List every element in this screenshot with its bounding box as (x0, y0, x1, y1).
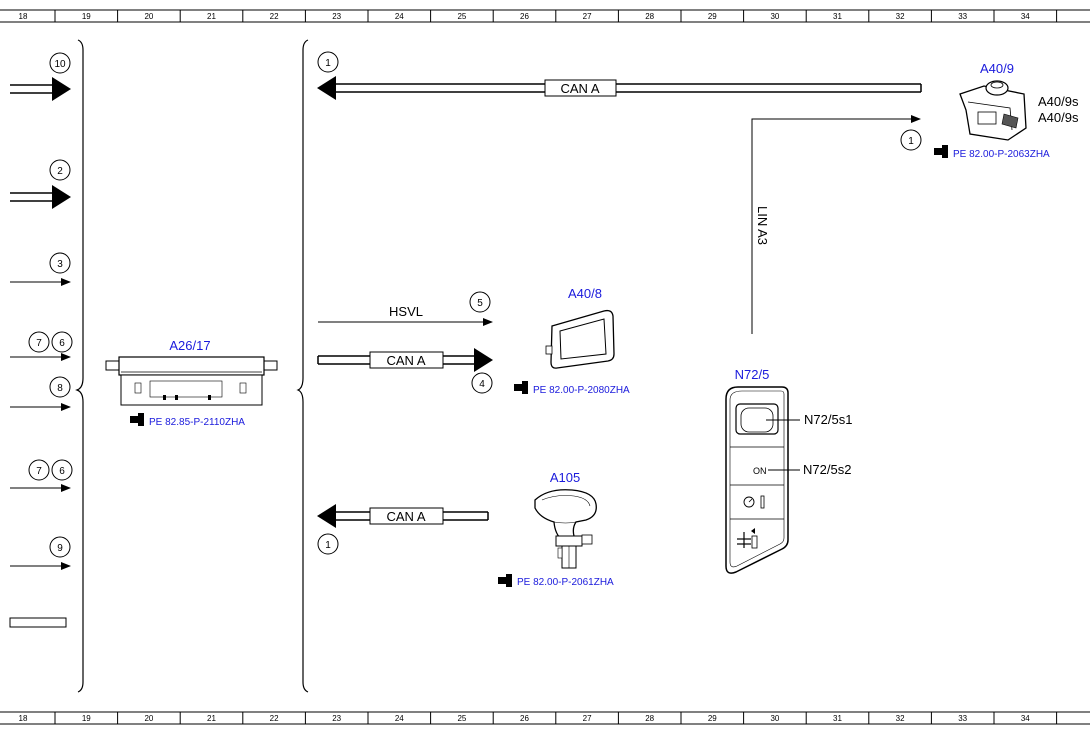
ruler-number: 23 (332, 714, 341, 723)
ruler-number: 25 (457, 12, 466, 21)
ruler-number: 20 (144, 12, 153, 21)
sub-label: N72/5s1 (804, 412, 852, 427)
connector-number: 2 (57, 166, 63, 177)
reference-link[interactable]: PE 82.00-P-2063ZHA (953, 149, 1050, 160)
ruler-number: 33 (958, 12, 967, 21)
left-connector-8: 8 (10, 376, 71, 411)
ruler-number: 24 (395, 12, 404, 21)
hand-pointer-icon (130, 413, 144, 426)
ruler-number: 21 (207, 12, 216, 21)
ruler-number: 27 (583, 12, 592, 21)
left-bus-stub (9, 617, 67, 628)
component-label: N72/5 (735, 367, 770, 382)
lin-a3-line: LIN A3 1 (751, 115, 922, 334)
left-connector-9: 9 (10, 536, 71, 570)
distance-control-icon (737, 528, 758, 549)
can-a-top-line: CAN A 1 (317, 51, 922, 100)
left-connector-3: 3 (10, 252, 71, 286)
ruler-number: 18 (19, 12, 28, 21)
ruler-number: 34 (1021, 12, 1030, 21)
hand-pointer-icon (498, 574, 512, 587)
connector-number: 4 (479, 379, 485, 390)
connector-number: 1 (325, 540, 331, 551)
ruler-number: 24 (395, 714, 404, 723)
connector-number: 6 (59, 466, 65, 477)
sub-label: N72/5s2 (803, 462, 851, 477)
ruler-number: 19 (82, 714, 91, 723)
left-connector-10: 10 (10, 52, 71, 101)
top-ruler: 18 19 20 21 22 23 24 25 26 27 28 29 30 31 32 33 34 (0, 9, 1090, 23)
ruler-number: 25 (457, 714, 466, 723)
left-connector-7-6-lower: 7 6 (10, 459, 73, 492)
hsvl-line: HSVL 5 (318, 291, 493, 326)
left-connector-2: 2 (10, 159, 71, 209)
component-a105: A105 PE 82.00-P-2061ZHA (498, 470, 614, 588)
ruler-number: 29 (708, 714, 717, 723)
bus-label: CAN A (560, 81, 599, 96)
left-brace (75, 39, 84, 693)
ruler-number: 33 (958, 714, 967, 723)
connector-number: 3 (57, 259, 63, 270)
component-n72-5: N72/5 ON N72/5s1 N72/5s2 (725, 367, 852, 574)
connector-number: 1 (325, 58, 331, 69)
ruler-number: 30 (770, 714, 779, 723)
ruler-number: 26 (520, 12, 529, 21)
component-label: A105 (550, 470, 580, 485)
can-a-middle-line: CAN A 4 (317, 348, 493, 394)
reference-link[interactable]: PE 82.00-P-2061ZHA (517, 577, 614, 588)
left-connector-7-6-upper: 7 6 (10, 331, 73, 361)
connector-number: 7 (36, 466, 42, 477)
connector-number: 1 (908, 136, 914, 147)
bus-label: HSVL (389, 304, 423, 319)
reference-link[interactable]: PE 82.85-P-2110ZHA (149, 417, 245, 428)
component-label: A26/17 (169, 338, 210, 353)
right-brace (296, 39, 309, 693)
ruler-number: 19 (82, 12, 91, 21)
cruise-control-icon (743, 495, 765, 509)
ruler-number: 28 (645, 714, 654, 723)
reference-link[interactable]: PE 82.00-P-2080ZHA (533, 385, 630, 396)
ruler-number: 20 (144, 714, 153, 723)
component-label: A40/8 (568, 286, 602, 301)
bus-label: CAN A (386, 509, 425, 524)
ruler-number: 28 (645, 12, 654, 21)
ruler-number: 30 (770, 12, 779, 21)
ruler-number: 32 (896, 714, 905, 723)
bus-label: LIN A3 (755, 206, 770, 245)
connector-number: 5 (477, 298, 483, 309)
sub-label: A40/9s (1038, 94, 1079, 109)
ruler-number: 27 (583, 714, 592, 723)
ruler-number: 26 (520, 714, 529, 723)
ruler-number: 21 (207, 714, 216, 723)
ruler-number: 34 (1021, 714, 1030, 723)
connector-number: 7 (36, 338, 42, 349)
sub-label: A40/9s (1038, 110, 1079, 125)
ruler-number: 22 (270, 12, 279, 21)
on-label: ON (753, 466, 767, 476)
connector-number: 10 (54, 59, 66, 70)
connector-number: 8 (57, 383, 63, 394)
ruler-number: 31 (833, 12, 842, 21)
connector-number: 6 (59, 338, 65, 349)
ruler-number: 32 (896, 12, 905, 21)
ruler-number: 31 (833, 714, 842, 723)
component-a40-9: A40/9 A40/9s A40/9s PE 82.00-P-2063ZHA (934, 61, 1079, 160)
bus-label: CAN A (386, 353, 425, 368)
component-a40-8: A40/8 PE 82.00-P-2080ZHA (514, 286, 630, 396)
hand-pointer-icon (934, 145, 948, 158)
ruler-number: 18 (19, 714, 28, 723)
can-a-bottom-line: CAN A 1 (317, 504, 489, 555)
bottom-ruler: 18 19 20 21 22 23 24 25 26 27 28 29 30 31 32 33 34 (0, 711, 1090, 725)
connector-number: 9 (57, 543, 63, 554)
hand-pointer-icon (514, 381, 528, 394)
ruler-number: 23 (332, 12, 341, 21)
component-label: A40/9 (980, 61, 1014, 76)
ruler-number: 29 (708, 12, 717, 21)
ruler-number: 22 (270, 714, 279, 723)
component-a26-17: A26/17 PE 82.85-P-2110ZHA (105, 338, 278, 428)
